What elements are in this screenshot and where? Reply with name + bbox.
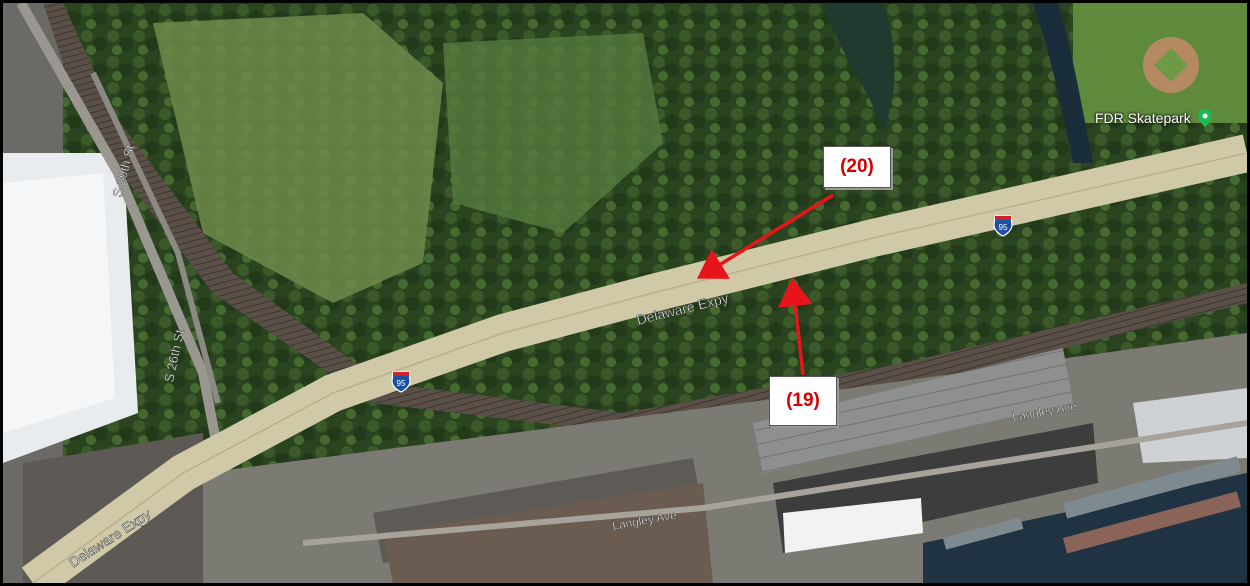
open-field — [153, 13, 443, 303]
ship-1 — [1062, 456, 1242, 519]
warehouse-light — [753, 348, 1073, 473]
shield-number-lower: 95 — [397, 379, 406, 388]
infield-grass — [1154, 48, 1188, 82]
interstate-shield-icon: 95 — [391, 371, 411, 393]
shield-number-upper: 95 — [999, 223, 1008, 232]
satellite-map[interactable]: Delaware Expy Delaware Expy S 29th St S … — [3, 3, 1247, 583]
pier-building — [1133, 388, 1247, 463]
interstate-shield-icon: 95 — [993, 215, 1013, 237]
poi-skatepark[interactable]: FDR Skatepark — [1095, 109, 1212, 127]
warehouse-roof-inner — [3, 173, 115, 433]
street-langley — [302, 420, 1247, 546]
arrow-20 — [697, 193, 834, 279]
lagoon — [1033, 3, 1093, 163]
warehouse-white-roof — [783, 498, 923, 553]
river-water — [923, 473, 1247, 583]
marsh-area — [443, 33, 663, 233]
ship-2 — [1063, 491, 1242, 554]
poi-skatepark-label: FDR Skatepark — [1095, 110, 1191, 126]
street-s29th — [90, 71, 221, 404]
creek — [823, 3, 895, 133]
callout-19: (19) — [769, 376, 837, 426]
ship-3 — [943, 517, 1024, 550]
highway-median — [32, 152, 1247, 583]
arrow-19 — [777, 278, 813, 376]
map-pin-icon — [1197, 109, 1212, 127]
callout-20: (20) — [823, 146, 891, 188]
warehouse-dark-2 — [383, 483, 713, 583]
